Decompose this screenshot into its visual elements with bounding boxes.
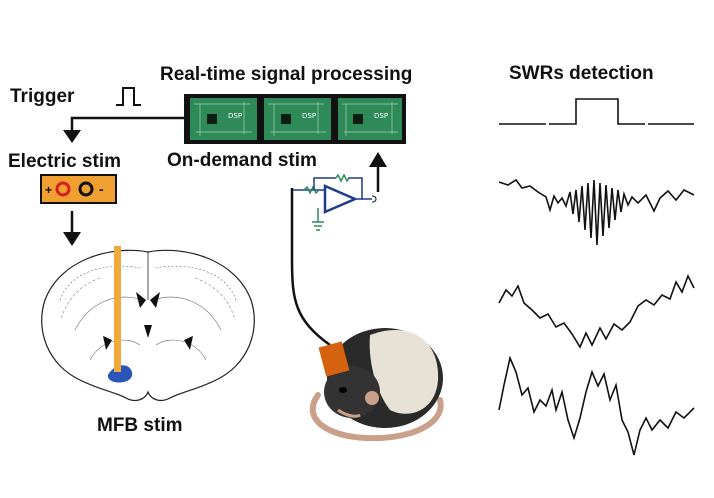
- filtered-ripple-trace: [498, 178, 695, 246]
- realtime-processing-label: Real-time signal processing: [160, 64, 412, 85]
- trigger-arrowhead: [63, 130, 81, 143]
- raw-lfp-trace-1: [498, 274, 695, 349]
- stim-plus: +: [45, 183, 52, 197]
- on-demand-stim-label: On-demand stim: [167, 150, 317, 171]
- brain-coronal-section: [41, 249, 255, 402]
- mfb-stim-label: MFB stim: [97, 415, 183, 436]
- dsp-board-label: DSP: [302, 112, 316, 120]
- swr-detection-label: SWRs detection: [509, 63, 654, 84]
- dsp-board-label: DSP: [228, 112, 242, 120]
- headstage-icon: [318, 341, 350, 377]
- dsp-board: DSP: [190, 98, 257, 140]
- electric-stim-label: Electric stim: [8, 151, 121, 172]
- trigger-pulse-icon: [116, 87, 141, 106]
- third-ventricle: [144, 325, 152, 338]
- stimulation-electrode: [114, 246, 121, 372]
- recording-cable: [290, 188, 331, 347]
- dsp-board-label: DSP: [374, 112, 388, 120]
- ventricle-lateral-left: [103, 336, 112, 350]
- ventricle-right: [150, 292, 160, 308]
- detection-trace: [499, 98, 694, 125]
- dsp-processing-unit: DSP DSP DSP: [184, 94, 406, 144]
- stim-minus: -: [99, 181, 104, 197]
- amplifier-circuit: [291, 173, 377, 231]
- stim-negative-terminal: [78, 181, 94, 197]
- raw-lfp-trace-2: [498, 355, 695, 456]
- rat-illustration: [309, 328, 444, 442]
- dsp-board: DSP: [264, 98, 331, 140]
- feedback-arrowhead: [369, 152, 387, 167]
- swr-traces: [498, 98, 695, 456]
- amplifier-icon: [323, 184, 359, 214]
- trigger-arrow: [70, 116, 184, 135]
- stim-to-brain-arrowhead: [63, 232, 81, 246]
- dsp-board: DSP: [338, 98, 402, 140]
- electric-stimulator: + -: [40, 174, 117, 204]
- trigger-label: Trigger: [10, 86, 75, 107]
- stim-positive-terminal: [55, 181, 71, 197]
- ventricle-left: [136, 292, 146, 308]
- ventricle-lateral-right: [184, 336, 193, 350]
